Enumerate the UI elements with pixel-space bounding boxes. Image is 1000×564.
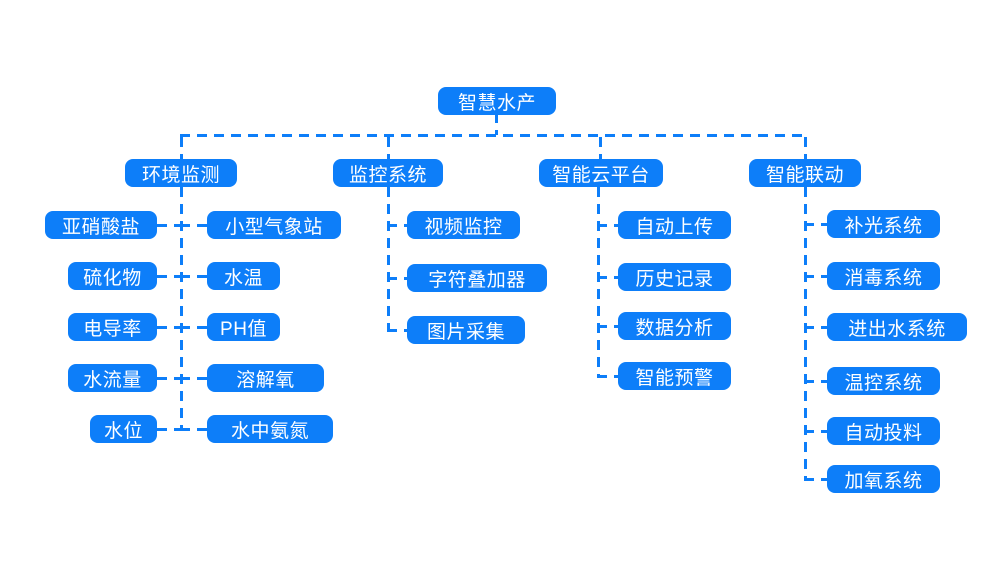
connector-branch-stub — [180, 137, 183, 159]
connector-child-stub — [180, 326, 207, 329]
node-video-monitoring: 视频监控 — [407, 211, 520, 239]
connector-child-stub — [804, 275, 827, 278]
branch-monitoring-system: 监控系统 — [333, 159, 443, 187]
branch-env-monitoring: 环境监测 — [125, 159, 237, 187]
node-nitrite: 亚硝酸盐 — [45, 211, 157, 239]
connector-branch-stub — [804, 137, 807, 159]
connector-child-stub — [804, 380, 827, 383]
node-auto-upload: 自动上传 — [618, 211, 731, 239]
node-temperature-control: 温控系统 — [827, 367, 940, 395]
node-image-capture: 图片采集 — [407, 316, 525, 344]
connector-child-stub — [157, 428, 182, 431]
connector-branch-stub — [387, 137, 390, 159]
node-smart-alert: 智能预警 — [618, 362, 731, 390]
connector-main-horizontal — [180, 134, 806, 137]
connector-root-drop — [495, 113, 498, 135]
node-disinfection-system: 消毒系统 — [827, 262, 940, 290]
node-history-records: 历史记录 — [618, 263, 731, 291]
connector-child-stub — [387, 224, 407, 227]
connector-child-stub — [597, 325, 618, 328]
node-character-overlay: 字符叠加器 — [407, 264, 547, 292]
connector-child-stub — [804, 223, 827, 226]
node-water-temperature: 水温 — [207, 262, 280, 290]
connector-branch3-spine — [597, 187, 600, 376]
connector-child-stub — [597, 224, 618, 227]
connector-child-stub — [387, 277, 407, 280]
connector-branch2-spine — [387, 187, 390, 330]
node-auto-feeding: 自动投料 — [827, 417, 940, 445]
connector-child-stub — [597, 276, 618, 279]
connector-child-stub — [157, 224, 182, 227]
connector-child-stub — [804, 478, 827, 481]
node-ph-value: PH值 — [207, 313, 280, 341]
node-ammonia-nitrogen: 水中氨氮 — [207, 415, 333, 443]
node-water-level: 水位 — [90, 415, 157, 443]
connector-child-stub — [180, 224, 207, 227]
node-weather-station: 小型气象站 — [207, 211, 341, 239]
node-oxygen-system: 加氧系统 — [827, 465, 940, 493]
node-water-inout-system: 进出水系统 — [827, 313, 967, 341]
node-sulfide: 硫化物 — [68, 262, 157, 290]
node-data-analysis: 数据分析 — [618, 312, 731, 340]
connector-child-stub — [180, 377, 207, 380]
connector-branch4-spine — [804, 187, 807, 479]
connector-child-stub — [180, 428, 207, 431]
connector-branch1-spine — [180, 187, 183, 429]
branch-smart-linkage: 智能联动 — [749, 159, 861, 187]
connector-child-stub — [157, 275, 182, 278]
connector-child-stub — [157, 377, 182, 380]
node-dissolved-oxygen: 溶解氧 — [207, 364, 324, 392]
root-node-smart-aquaculture: 智慧水产 — [438, 87, 556, 115]
connector-child-stub — [597, 375, 618, 378]
connector-child-stub — [804, 326, 827, 329]
connector-child-stub — [157, 326, 182, 329]
branch-cloud-platform: 智能云平台 — [539, 159, 663, 187]
connector-child-stub — [180, 275, 207, 278]
node-light-system: 补光系统 — [827, 210, 940, 238]
node-water-flow: 水流量 — [68, 364, 157, 392]
connector-branch-stub — [599, 137, 602, 159]
node-conductivity: 电导率 — [68, 313, 157, 341]
connector-child-stub — [804, 430, 827, 433]
connector-child-stub — [387, 329, 407, 332]
